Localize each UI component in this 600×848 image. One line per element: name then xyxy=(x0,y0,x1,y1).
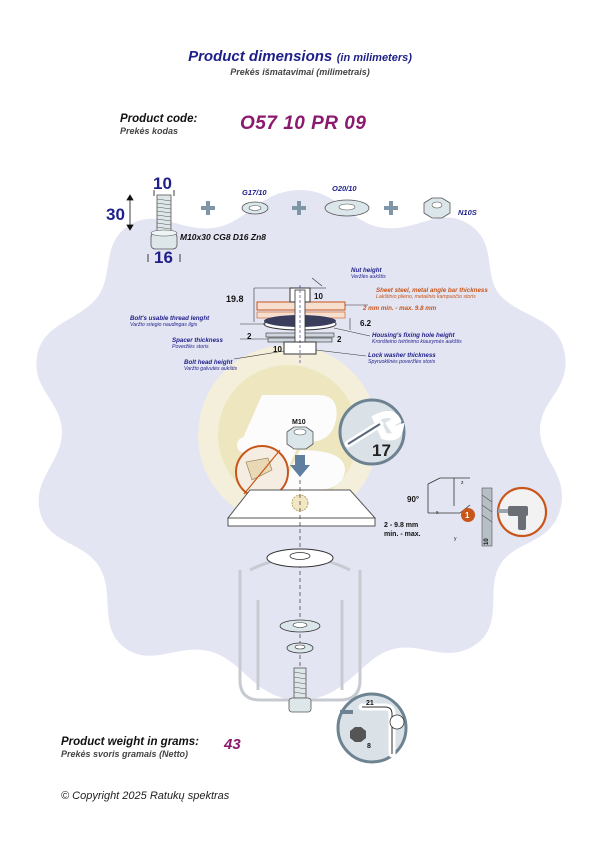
bolt-icon xyxy=(150,194,178,250)
lockwasher-sublabel: Spyruoklinės poveržlės storis xyxy=(368,359,436,365)
assembly-dimension-lines xyxy=(233,277,371,360)
step-number: 1 xyxy=(465,511,470,520)
thread-length-label: Bolt's usable thread lenght xyxy=(130,315,210,322)
plus-signs xyxy=(201,201,398,215)
lock-washer-label: G17/10 xyxy=(242,188,267,197)
hole-height-sublabel: Kronšteino tvirtinimo kiaurymės aukštis xyxy=(372,339,462,345)
sheet-thickness-range: 2 mm min. - max. 9.8 mm xyxy=(362,305,437,312)
lockwasher-label: Lock washer thickness xyxy=(368,352,436,359)
drill-size-label: 10 xyxy=(484,538,490,545)
washer-icon xyxy=(324,199,370,217)
hole-height-value: 6.2 xyxy=(360,319,372,328)
nut-height-sublabel: Veržlės aukštis xyxy=(351,274,386,280)
sheet-thickness-label: Sheet steel, metal angle bar thickness xyxy=(376,287,488,294)
weight-label: Product weight in grams: xyxy=(61,736,200,748)
page-subtitle: Prekės išmatavimai (milimetrais) xyxy=(230,67,370,77)
head-height-sublabel: Varžto galvutės aukštis xyxy=(184,366,238,372)
bolt-length-label: 30 xyxy=(106,205,125,224)
spacer-value: 2 xyxy=(247,332,252,341)
weight-value: 43 xyxy=(224,736,241,753)
product-code-value: O57 10 PR 09 xyxy=(240,113,367,134)
bolt-head-label: 16 xyxy=(154,248,173,267)
product-code-label: Product code: xyxy=(120,113,198,125)
usable-length-value: 19.8 xyxy=(226,294,244,304)
title-text: Product dimensions xyxy=(188,48,333,65)
plate-range-sublabel: min. - max. xyxy=(384,531,421,538)
lockwasher-value: 2 xyxy=(337,335,342,344)
spacer-label: Spacer thickness xyxy=(172,337,223,344)
wrench-callout xyxy=(338,398,406,466)
axis-z-label: z xyxy=(461,480,464,486)
down-arrow-icon xyxy=(290,455,310,477)
hex-key-size-label: 8 xyxy=(367,743,371,750)
hand-detail-callout xyxy=(235,445,289,499)
hex-key-length-label: 21 xyxy=(366,700,374,707)
spacer-sublabel: Poveržlės storis xyxy=(172,344,209,350)
hole-height-label: Housing's fixing hole height xyxy=(372,332,456,339)
bolt-spec-label: M10x30 CG8 D16 Zn8 xyxy=(180,232,266,242)
drill-bit-icon xyxy=(481,487,493,547)
title-suffix: (in milimeters) xyxy=(336,52,412,64)
bolt-dimension-lines xyxy=(126,190,181,262)
lock-washer-icon xyxy=(241,201,269,215)
m10-nut-icon xyxy=(286,426,314,450)
head-height-value: 10 xyxy=(273,345,282,354)
axis-x-label: x xyxy=(436,510,439,516)
bottom-bolt-icon xyxy=(288,667,312,713)
wrench-size-label: 17 xyxy=(372,441,391,460)
bolt-width-label: 10 xyxy=(153,174,172,193)
mounting-plate xyxy=(226,480,377,700)
nut-label: N10S xyxy=(458,208,477,217)
assembly-section xyxy=(256,285,346,365)
bottom-washer-icon xyxy=(279,619,321,633)
page-title: Product dimensions (in milimeters) xyxy=(0,48,600,66)
axis-y-label: y xyxy=(454,536,457,542)
nut-height-label: Nut height xyxy=(351,267,383,274)
drill-callout xyxy=(496,486,548,538)
copyright-text: © Copyright 2025 Ratukų spektras xyxy=(61,790,230,802)
weight-sublabel: Prekės svoris gramais (Netto) xyxy=(61,749,189,759)
thread-length-sublabel: Varžto sriegio naudingas ilgis xyxy=(130,322,198,328)
hex-key-callout xyxy=(336,692,408,764)
sheet-thickness-sublabel: Lakštinio plieno, metalinio kampuočio st… xyxy=(376,294,476,300)
product-code-sublabel: Prekės kodas xyxy=(120,126,179,136)
large-washer-icon xyxy=(266,548,334,568)
m10-label: M10 xyxy=(292,419,306,426)
plate-range-label: 2 - 9.8 mm xyxy=(384,522,418,529)
angle-label: 90° xyxy=(407,495,419,504)
head-height-label: Bolt head height xyxy=(184,359,233,366)
nut-icon xyxy=(423,197,451,219)
bottom-lock-washer-icon xyxy=(286,642,314,654)
washer-label: O20/10 xyxy=(332,184,357,193)
step-badge xyxy=(461,508,475,522)
nut-height-value: 10 xyxy=(314,292,323,301)
